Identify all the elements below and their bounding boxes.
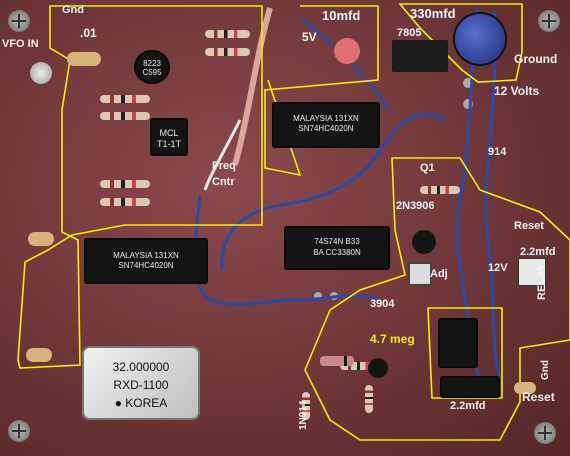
label-12-volts: 12 Volts (494, 84, 540, 98)
label-1n914: 1N914 (298, 400, 309, 430)
resistor-4 (100, 198, 150, 206)
label-22mfd-bottom: 2.2mfd (450, 400, 486, 412)
label-47-meg: 4.7 meg (370, 332, 415, 346)
capacitor-10mfd (334, 38, 360, 64)
u3-line2: BA CC3380N (313, 248, 361, 257)
u3-line1: 74S74N B33 (314, 237, 360, 246)
crystal-freq: 32.000000 (112, 360, 170, 374)
blue-wire-mid (220, 112, 446, 271)
outline-left-region (17, 5, 263, 369)
coax-cable (232, 7, 273, 166)
label-330mfd: 330mfd (410, 6, 456, 21)
mcl-line1: MCL (159, 128, 179, 138)
ic-74s74n: 74S74N B33 BA CC3380N (284, 226, 390, 270)
label-7805: 7805 (397, 27, 422, 39)
label-vfo-in: VFO IN (2, 38, 39, 50)
capacitor-small-left (28, 232, 54, 246)
outline-timer-region (304, 157, 570, 441)
resistor-6 (205, 48, 250, 56)
label-cntr: Cntr (212, 176, 235, 188)
transistor-3904 (368, 358, 388, 378)
crystal-dot-icon: ● (114, 396, 122, 410)
label-relay: RELAY (536, 263, 548, 300)
label-gnd: Gnd (62, 4, 84, 16)
label-q1: Q1 (420, 162, 435, 174)
screw-bottom-right (534, 422, 556, 444)
outline-relay-box (427, 307, 503, 399)
voltage-regulator-7805 (392, 40, 448, 72)
ic-timer (438, 318, 478, 368)
ic-sn74hc4020n-top: MALAYSIA 131XN SN74HC4020N (272, 102, 380, 148)
label-3904: 3904 (370, 298, 395, 310)
label-adj: Adj (430, 268, 448, 280)
ic-sn74hc4020n-left: MALAYSIA 131XN SN74HC4020N (84, 238, 208, 284)
crystal-origin: ● KOREA (82, 396, 200, 410)
u2-line1: MALAYSIA 131XN (113, 251, 179, 260)
resistor-7 (420, 186, 460, 194)
c595-line1: 8223 (143, 59, 161, 68)
crystal-origin-text: KOREA (125, 396, 168, 410)
transistor-c595: 8223 C595 (134, 50, 170, 84)
mcl-line2: T1-1T (156, 139, 181, 149)
u1-line2: SN74HC4020N (298, 124, 354, 133)
resistor-1 (100, 95, 150, 103)
u2-line2: SN74HC4020N (118, 261, 174, 270)
label-freq: Freq (212, 160, 236, 172)
crystal-oscillator: 32.000000 RXD-1100 ● KOREA (82, 346, 200, 420)
capacitor-01 (67, 52, 101, 66)
transistor-2n3906 (412, 230, 436, 254)
capacitor-small-right (514, 382, 536, 394)
trimmer-potentiometer (408, 262, 432, 286)
label-914: 914 (488, 146, 507, 158)
screw-bottom-left (8, 420, 30, 442)
crystal-model: RXD-1100 (113, 378, 169, 392)
capacitor-small-bottom-left (26, 348, 52, 362)
outline-power-region (398, 3, 523, 83)
label-gnd-right: Gnd (540, 360, 551, 380)
relay (440, 376, 500, 398)
label-22mfd-top: 2.2mfd (520, 246, 556, 258)
resistor-8 (340, 362, 380, 370)
label-12v-small: 12V (488, 262, 508, 274)
transformer-mcl: MCL T1-1T (150, 118, 188, 156)
c595-line2: C595 (142, 68, 162, 77)
label-cap-01: .01 (80, 26, 97, 40)
screw-top-right (538, 10, 560, 32)
label-10mfd: 10mfd (322, 8, 361, 23)
diode-1n914 (320, 356, 354, 366)
screw-top-left (8, 10, 30, 32)
label-5v: 5V (302, 30, 317, 44)
label-reset: Reset (522, 390, 555, 404)
outline-center-region (264, 5, 379, 177)
relay-block-right (518, 258, 546, 286)
resistor-3 (100, 180, 150, 188)
led (30, 62, 52, 84)
electrolytic-capacitor-330mfd (455, 14, 505, 64)
label-ground: Ground (514, 52, 558, 66)
resistor-2 (100, 112, 150, 120)
u1-line1: MALAYSIA 131XN (293, 114, 359, 123)
label-reset-top: Reset (514, 220, 544, 232)
label-2n3906: 2N3906 (396, 200, 435, 212)
resistor-9 (365, 385, 373, 413)
resistor-5 (205, 30, 250, 38)
